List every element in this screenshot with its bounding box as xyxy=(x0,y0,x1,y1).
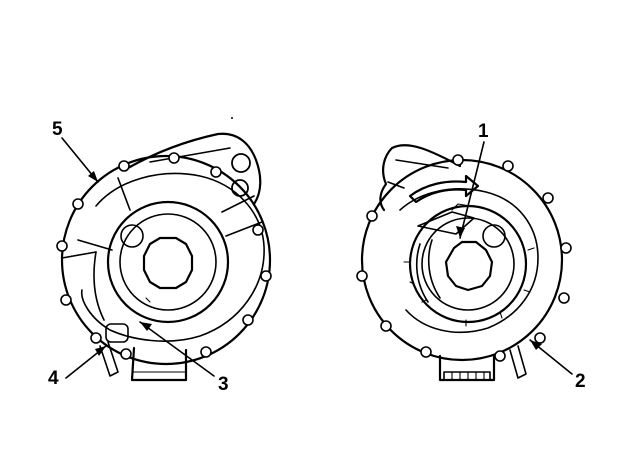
left-ribs xyxy=(61,177,263,321)
callout-5-label: 5 xyxy=(52,119,63,140)
left-outer-housing xyxy=(60,154,272,366)
right-housing-view xyxy=(356,144,572,382)
left-housing-view xyxy=(56,132,272,382)
callout-3-label: 3 xyxy=(218,374,229,395)
callout-3: 3 xyxy=(139,321,229,395)
left-top-flange xyxy=(126,132,262,206)
callout-5: 5 xyxy=(52,119,99,183)
right-bolts xyxy=(356,154,572,362)
callout-2: 2 xyxy=(529,339,586,392)
left-connector xyxy=(99,323,129,377)
callouts: 1 2 3 4 5 xyxy=(48,119,586,395)
callout-4: 4 xyxy=(48,345,107,389)
right-bottom-plug xyxy=(438,354,496,382)
callout-4-label: 4 xyxy=(48,368,59,389)
callout-1-label: 1 xyxy=(478,121,489,142)
left-bolts xyxy=(56,152,272,360)
left-hub xyxy=(106,200,230,324)
left-inner-shell xyxy=(81,172,265,342)
right-hub xyxy=(403,203,535,327)
right-connector xyxy=(509,345,527,379)
stray-dot xyxy=(231,117,233,119)
callout-2-label: 2 xyxy=(575,371,586,392)
right-inner-shell xyxy=(399,188,539,334)
left-bottom-spout xyxy=(130,346,188,382)
callout-1: 1 xyxy=(456,121,489,239)
